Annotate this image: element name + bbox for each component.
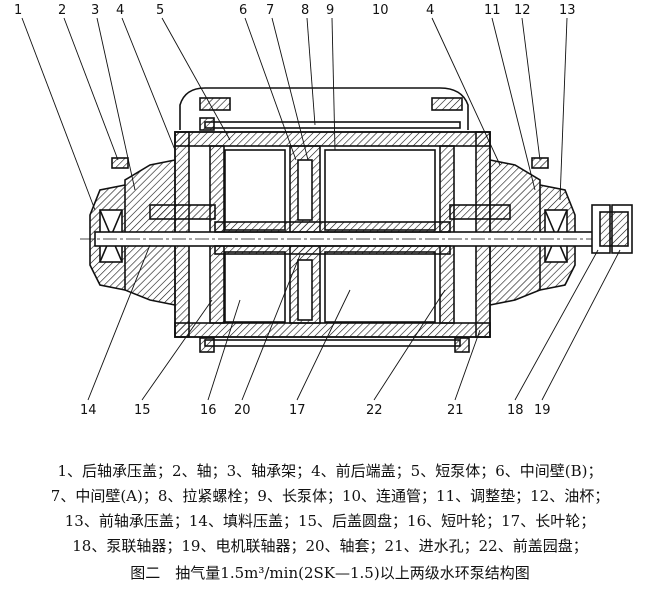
legend-line: 13、前轴承压盖；14、填料压盖；15、后盖圆盘；16、短叶轮；17、长叶轮； <box>64 512 596 530</box>
callout-label: 7 <box>266 3 274 18</box>
callout-label: 19 <box>534 403 551 418</box>
callout-label: 14 <box>80 403 97 418</box>
callout-label: 15 <box>134 403 151 418</box>
shaft-sleeve <box>214 221 451 233</box>
callout-label: 10 <box>372 3 389 18</box>
callout-label: 6 <box>239 3 247 18</box>
callout-label: 4 <box>116 3 124 18</box>
figure-caption: 图二 抽气量1.5m³/min(2SK—1.5)以上两级水环泵结构图 <box>130 564 530 582</box>
callout-label: 1 <box>14 3 22 18</box>
legend-line: 18、泵联轴器；19、电机联轴器；20、轴套；21、进水孔；22、前盖园盘； <box>72 537 588 555</box>
callout-label: 8 <box>301 3 309 18</box>
callout-label: 13 <box>559 3 576 18</box>
pump-cross-section-drawing: 1 2 3 4 5 6 7 8 9 10 4 11 12 13 14 15 16… <box>14 3 633 418</box>
callouts-top: 1 2 3 4 5 6 7 8 9 10 4 11 12 13 <box>14 3 576 18</box>
oil-cup-left <box>111 157 129 169</box>
callout-label: 21 <box>447 403 464 418</box>
callout-label: 22 <box>366 403 383 418</box>
callouts-bottom: 14 15 16 20 17 22 21 18 19 <box>80 403 551 418</box>
tie-bolt-bottom <box>204 339 461 347</box>
callout-label: 11 <box>484 3 501 18</box>
callout-label: 18 <box>507 403 524 418</box>
callout-label: 16 <box>200 403 217 418</box>
legend-line: 1、后轴承压盖；2、轴；3、轴承架；4、前后端盖；5、短泵体；6、中间壁(B)； <box>57 462 603 480</box>
callout-label: 2 <box>58 3 66 18</box>
long-impeller <box>324 149 436 231</box>
callout-label: 9 <box>326 3 334 18</box>
callout-label: 20 <box>234 403 251 418</box>
legend-line: 7、中间壁(A)；8、拉紧螺栓；9、长泵体；10、连通管；11、调整垫；12、油… <box>50 487 610 505</box>
callout-label: 3 <box>91 3 99 18</box>
short-impeller <box>224 149 286 231</box>
callout-label: 4 <box>426 3 434 18</box>
callout-label: 5 <box>156 3 164 18</box>
callout-label: 12 <box>514 3 531 18</box>
connecting-pipe <box>179 87 469 130</box>
callout-label: 17 <box>289 403 306 418</box>
